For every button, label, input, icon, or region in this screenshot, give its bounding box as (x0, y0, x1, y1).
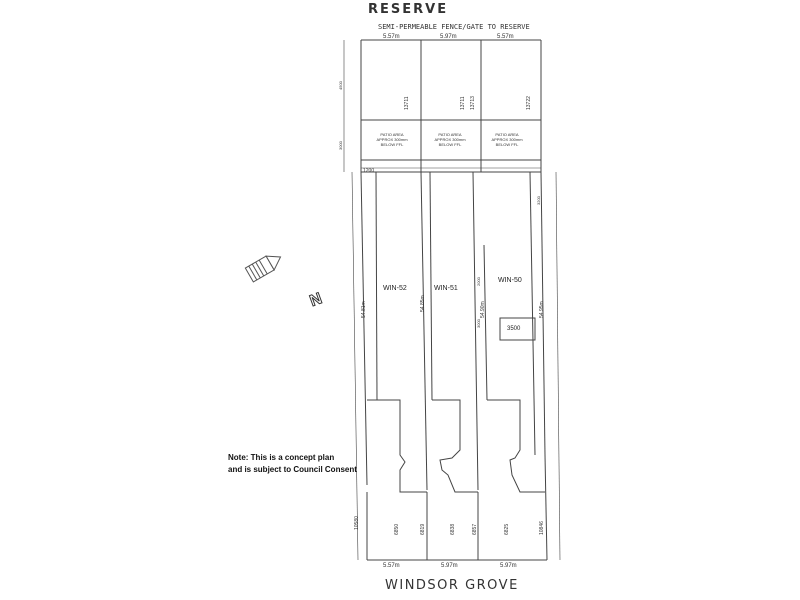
win50-setback-box (499, 317, 536, 341)
depth-label: 13711 (404, 96, 410, 110)
lot-line (529, 171, 536, 456)
lot-line (420, 171, 428, 491)
depth-label: 13722 (526, 96, 532, 110)
note-line-2: and is subject to Council Consent (228, 465, 357, 474)
lot-width-label: 5.57m (383, 34, 400, 40)
dim-label: 4500 (338, 80, 343, 90)
dim-label: 6850 (394, 524, 400, 535)
patio-label: PATIO AREA (438, 132, 462, 137)
dim-label: 6838 (450, 524, 456, 535)
patio-label: APPROX 300mm (491, 137, 523, 142)
windsor-grove-label: WINDSOR GROVE (385, 578, 519, 593)
length-label: 54.81m (361, 301, 367, 318)
lot-width-label: 5.97m (441, 563, 458, 569)
depth-label: 13711 (460, 96, 466, 110)
lot-line (540, 171, 546, 456)
dim-label: 6819 (420, 524, 426, 535)
patio-label: BELOW FFL (496, 142, 519, 147)
lot-width-label: 5.97m (500, 563, 517, 569)
lot-line (544, 454, 548, 561)
dim-line (555, 171, 561, 561)
dim-label: 3000 (338, 140, 343, 150)
note-line-1: Note: This is a concept plan (228, 453, 335, 462)
wall-line (375, 171, 378, 401)
lot-id: WIN-50 (498, 277, 522, 284)
dim-line (351, 171, 359, 561)
lot-width-label: 5.57m (497, 34, 514, 40)
north-label: N (308, 290, 325, 310)
patio-label: PATIO AREA (495, 132, 519, 137)
length-label: 54.85m (420, 295, 426, 312)
reserve-label: RESERVE (368, 2, 449, 17)
patio-label: BELOW FFL (439, 142, 462, 147)
length-label: 54.95m (539, 301, 545, 318)
garage-outline (432, 399, 478, 493)
wall-line (429, 171, 433, 401)
dim-label: 3500 (507, 326, 521, 332)
dim-label: 1200 (363, 168, 374, 174)
lot-width-label: 5.97m (440, 34, 457, 40)
concept-note: Note: This is a concept plan and is subj… (228, 452, 357, 476)
patio-label: BELOW FFL (381, 142, 404, 147)
lot-id: WIN-51 (434, 285, 458, 292)
garage-outline (367, 399, 427, 493)
depth-label: 13713 (470, 96, 476, 110)
dim-label: 10580 (354, 516, 360, 530)
dim-label: 2000 (476, 276, 481, 286)
dim-label: 6857 (472, 524, 478, 535)
patio-label: APPROX 300mm (376, 137, 408, 142)
dim-label: 10846 (539, 521, 545, 535)
dim-label: 6825 (504, 524, 510, 535)
dim-label: 3200 (536, 195, 541, 205)
lot-line (472, 171, 479, 491)
length-label: 54.90m (480, 301, 486, 318)
north-arrow-icon (244, 255, 282, 283)
wall-line (483, 244, 488, 401)
patio-label: APPROX 300mm (434, 137, 466, 142)
patio-label: PATIO AREA (380, 132, 404, 137)
lot-line (360, 171, 368, 486)
lot-id: WIN-52 (383, 285, 407, 292)
dim-label: 3000 (476, 318, 481, 328)
fence-note: SEMI-PERMEABLE FENCE/GATE TO RESERVE (378, 23, 530, 31)
garage-outline (487, 399, 545, 493)
lot-width-label: 5.57m (383, 563, 400, 569)
